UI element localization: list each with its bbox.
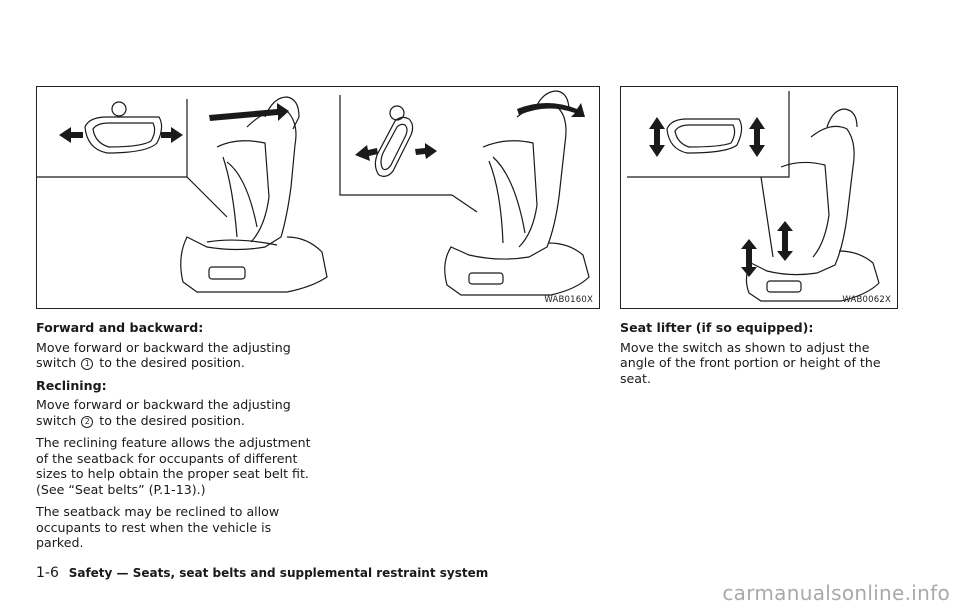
figure-code-right: WAB0062X: [842, 295, 891, 305]
watermark: carmanualsonline.info: [722, 581, 950, 605]
page-number: 1-6: [36, 565, 59, 581]
paragraph-forward-backward: Move forward or backward the adjusting s…: [36, 339, 291, 370]
heading-seat-lifter: Seat lifter (if so equipped):: [620, 320, 814, 335]
callout-2: 2: [81, 415, 94, 428]
figure-code-left: WAB0160X: [544, 295, 593, 305]
heading-reclining: Reclining:: [36, 377, 107, 393]
section-title: Safety — Seats, seat belts and supplemen…: [68, 566, 489, 580]
seat-adjust-illustration: [37, 90, 590, 296]
text-column-left: Forward and backward: Move forward or ba…: [36, 320, 312, 558]
paragraph-reclining: Move forward or backward the adjusting s…: [36, 397, 291, 428]
paragraph-seatback-rest: The seatback may be reclined to allow oc…: [36, 504, 280, 550]
paragraph-reclining-feature: The reclining feature allows the adjustm…: [36, 435, 311, 497]
paragraph-seat-lifter: Move the switch as shown to adjust the a…: [620, 339, 881, 386]
text-column-right: Seat lifter (if so equipped): Move the s…: [620, 320, 896, 393]
figure-seat-lifter: WAB0062X: [620, 86, 898, 309]
figure-seat-adjust: WAB0160X: [36, 86, 600, 309]
callout-1: 1: [81, 358, 94, 370]
page-footer: 1-6 Safety — Seats, seat belts and suppl…: [36, 565, 488, 581]
seat-lifter-illustration: [627, 91, 880, 302]
heading-forward-backward: Forward and backward:: [36, 320, 204, 335]
